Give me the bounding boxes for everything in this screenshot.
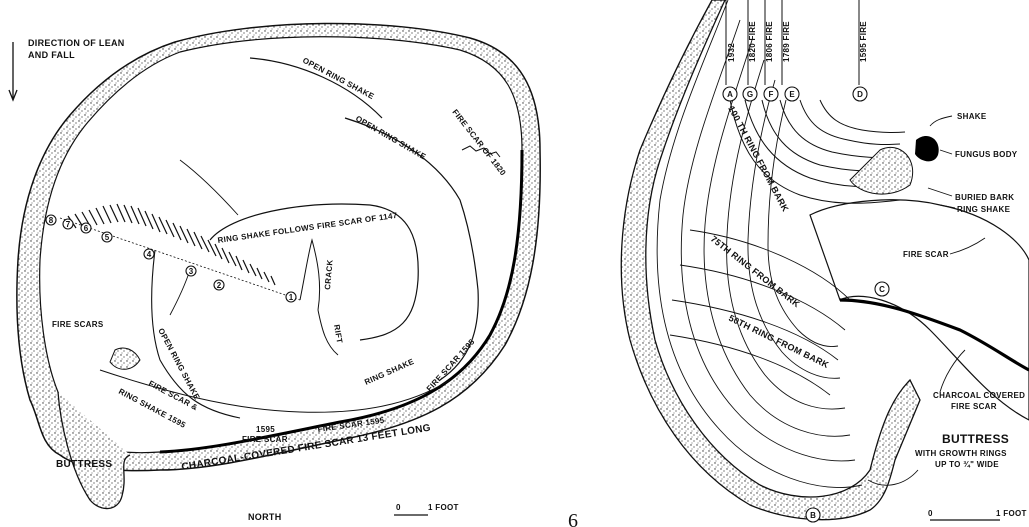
- right-bark-outline: [621, 0, 920, 520]
- svg-text:F: F: [769, 90, 774, 99]
- direction-note-line1: DIRECTION OF LEAN: [28, 38, 125, 48]
- left-marker-3: 3: [186, 266, 196, 276]
- svg-text:3: 3: [189, 267, 194, 276]
- left-marker-6: 6: [81, 223, 91, 233]
- left-marker-2: 2: [214, 280, 224, 290]
- left-marker-1: 1: [286, 292, 296, 302]
- year-1595-fire: 1595 FIRE: [859, 21, 868, 62]
- callout-buttress-note-2: UP TO ¾" WIDE: [935, 460, 999, 469]
- label-1595: 1595: [256, 425, 275, 434]
- svg-text:8: 8: [49, 216, 54, 225]
- callout-fire-scar-arrow: [950, 238, 985, 254]
- right-marker-g: G: [743, 87, 757, 101]
- buried-bark-mark: [850, 147, 913, 194]
- callout-shake-arrow: [930, 116, 952, 126]
- left-marker-8: 8: [46, 215, 56, 225]
- right-cross-section-diagram: 1932 1820 FIRE 1806 FIRE 1789 FIRE 1595 …: [621, 0, 1029, 522]
- svg-text:G: G: [747, 90, 753, 99]
- right-marker-e: E: [785, 87, 799, 101]
- svg-text:A: A: [727, 90, 733, 99]
- svg-text:4: 4: [147, 250, 152, 259]
- svg-text:E: E: [789, 90, 795, 99]
- year-1932: 1932: [727, 43, 736, 62]
- direction-note-line2: AND FALL: [28, 50, 75, 60]
- callout-fire-scar: FIRE SCAR: [903, 250, 949, 259]
- right-marker-a: A: [723, 87, 737, 101]
- callout-buried-bark-arrow: [928, 188, 952, 196]
- label-50th-ring: 50TH RING FROM BARK: [727, 313, 831, 370]
- year-1820-fire: 1820 FIRE: [748, 21, 757, 62]
- callout-buttress: BUTTRESS: [942, 432, 1009, 446]
- fungus-body-icon: [915, 136, 939, 161]
- svg-text:2: 2: [217, 281, 222, 290]
- callout-charcoal-2: FIRE SCAR: [951, 402, 997, 411]
- left-marker-4: 4: [144, 249, 154, 259]
- callout-fungus-body: FUNGUS BODY: [955, 150, 1018, 159]
- callout-buried-bark: BURIED BARK: [955, 193, 1014, 202]
- label-1595-fire-scar: FIRE SCAR: [242, 435, 288, 444]
- left-marker-7: 7: [63, 219, 73, 229]
- callout-charcoal-1: CHARCOAL COVERED: [933, 391, 1025, 400]
- left-cross-section-diagram: 1 2 3 4 5 6 7 8 DIRECTION OF LEAN AND FA…: [9, 23, 540, 522]
- right-marker-b: B: [806, 508, 820, 522]
- right-lobe-c: [810, 200, 1029, 420]
- callout-ring-shake-arrow: [940, 205, 955, 208]
- callout-charcoal-arrow: [940, 350, 965, 392]
- right-marker-d: D: [853, 87, 867, 101]
- right-marker-c: C: [875, 282, 889, 296]
- callout-buttress-note-1: WITH GROWTH RINGS: [915, 449, 1007, 458]
- label-buttress-left: BUTTRESS: [56, 459, 112, 470]
- callout-shake: SHAKE: [957, 112, 987, 121]
- page-number: 6: [568, 510, 578, 527]
- right-year-ticks: [726, 0, 859, 85]
- svg-text:7: 7: [66, 220, 71, 229]
- right-marker-f: F: [764, 87, 778, 101]
- svg-text:6: 6: [84, 224, 89, 233]
- svg-text:1: 1: [289, 293, 294, 302]
- label-75th-ring: 75TH RING FROM BARK: [709, 234, 802, 310]
- left-scale-zero: 0: [396, 503, 401, 512]
- right-scale-unit: 1 FOOT: [996, 509, 1027, 518]
- callout-ring-shake: RING SHAKE: [957, 205, 1011, 214]
- label-north: NORTH: [248, 512, 282, 522]
- svg-text:C: C: [879, 285, 885, 294]
- svg-text:5: 5: [105, 233, 110, 242]
- left-scale-unit: 1 FOOT: [428, 503, 459, 512]
- year-1789-fire: 1789 FIRE: [782, 21, 791, 62]
- right-scale-bar: 0 1 FOOT: [928, 509, 1027, 520]
- callout-fungus-arrow: [940, 150, 952, 154]
- svg-text:D: D: [857, 90, 863, 99]
- svg-text:B: B: [810, 511, 816, 520]
- year-1806-fire: 1806 FIRE: [765, 21, 774, 62]
- right-scale-zero: 0: [928, 509, 933, 518]
- left-scale-bar: 0 1 FOOT: [394, 503, 459, 515]
- left-marker-5: 5: [102, 232, 112, 242]
- label-fire-scars: FIRE SCARS: [52, 320, 104, 329]
